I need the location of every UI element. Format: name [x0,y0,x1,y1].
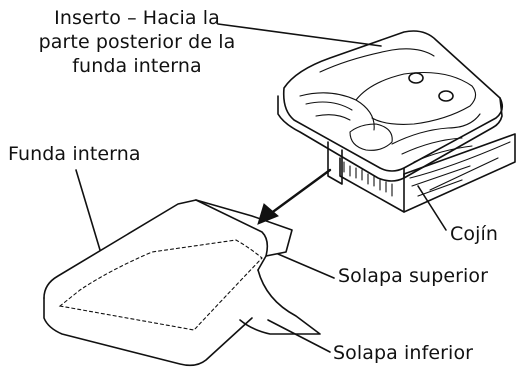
insert-rib-2 [305,101,353,111]
insert-center-well [355,71,477,125]
cushion-illustration [277,30,516,213]
cover-top-flap [195,199,293,257]
leader-bottom-flap [267,319,331,353]
insert-front-edge [277,95,405,182]
cushion-base-outline [339,133,516,213]
leader-cushion [417,185,447,231]
insert-rib-1 [299,92,375,131]
label-insert-line3: funda interna [72,55,202,77]
insertion-arrow [257,168,332,225]
cushion-hatching [343,161,393,197]
insert-hole-1 [408,72,424,84]
arrow-shaft [268,168,332,216]
inner-cover-illustration [43,199,321,367]
cushion-base-texture [409,141,511,197]
label-inner-cover: Funda interna [8,143,141,165]
leader-lines [75,23,447,353]
insert-rib-4 [391,113,481,145]
insert-rib-6 [413,145,473,163]
leader-top-flap [277,253,335,279]
leader-insert [217,23,382,47]
arrow-head [257,203,279,225]
cover-top-outline [43,199,269,299]
cover-front-face [43,297,253,367]
insert-rib-3 [315,114,351,121]
cover-dashed-contour [58,239,263,331]
insert-right-edge [403,97,503,179]
label-bottom-flap: Solapa inferior [333,342,474,364]
insert-rear-ridge [319,48,435,73]
cover-bottom-flap [239,269,321,335]
label-insert: Inserto – Hacia la parte posterior de la… [22,6,252,78]
insert-pommel [349,123,393,151]
insert-tab [327,141,343,185]
leader-inner-cover [75,169,101,251]
insert-rib-5 [401,137,463,155]
label-top-flap: Solapa superior [338,265,489,287]
label-insert-line1: Inserto – Hacia la [54,7,220,29]
insert-hole-2 [438,90,454,102]
label-cushion: Cojín [450,223,498,245]
label-insert-line2: parte posterior de la [38,31,236,53]
